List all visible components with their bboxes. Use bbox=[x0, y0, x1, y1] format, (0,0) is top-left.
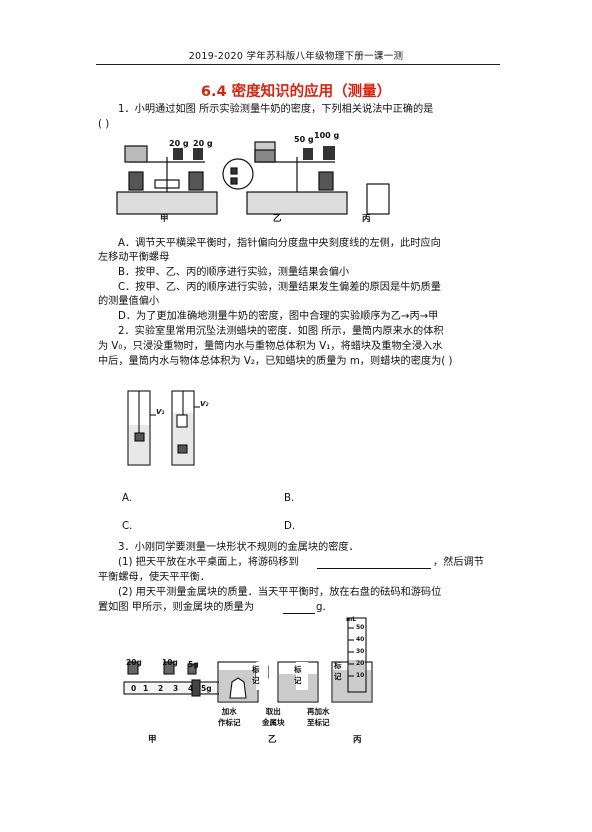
cylinder-tick-10: 10 bbox=[356, 672, 365, 679]
fig-label-jia: 甲 bbox=[160, 214, 169, 224]
scale-tick-5: 5g bbox=[201, 684, 212, 693]
q2-label-v1: V₁ bbox=[156, 408, 165, 416]
beaker-label-1: 加水 作标记 bbox=[218, 707, 241, 727]
weight-label-2: 20 g bbox=[193, 139, 213, 148]
mark-label-2: 标记 bbox=[294, 665, 302, 685]
weights-yi bbox=[303, 146, 335, 160]
scale-tick-1: 1 bbox=[143, 684, 149, 693]
q3-part2-blank bbox=[283, 601, 315, 614]
balance-jia bbox=[116, 145, 218, 215]
beaker-bing bbox=[366, 183, 390, 215]
cylinder-tick-50: 50 bbox=[356, 624, 365, 631]
q1-stem-line2: ( ) bbox=[98, 119, 110, 130]
scale-tick-0: 0 bbox=[131, 684, 137, 693]
q1-option-a-line1: A．调节天平横梁平衡时，指针偏向分度盘中央刻度线的左侧，此时应向 bbox=[118, 238, 441, 249]
q1-option-a-line2: 左移动平衡螺母 bbox=[98, 252, 170, 263]
weight-label-4: 100 g bbox=[314, 131, 340, 140]
q3-part1-blank bbox=[317, 556, 431, 569]
q2-option-b: B. bbox=[284, 493, 295, 504]
q3-part1-a: (1) 把天平放在水平桌面上，将游码移到 bbox=[118, 557, 299, 568]
page-header: 2019-2020 学年苏科版八年级物理下册一课一测 bbox=[188, 51, 404, 62]
scale-tick-2: 2 bbox=[158, 684, 164, 693]
q3-part1-line2: 平衡螺母，使天平平衡． bbox=[98, 572, 211, 583]
cylinder-tick-20: 20 bbox=[356, 660, 365, 667]
beaker-label-2: 取出 金属块 bbox=[262, 707, 285, 727]
weights-jia bbox=[173, 148, 203, 160]
q3-fig-label-bing: 丙 bbox=[353, 735, 362, 745]
weight-label-3: 50 g bbox=[294, 135, 314, 144]
page-title: 6.4 密度知识的应用（测量） bbox=[200, 84, 392, 100]
q2-option-c: C. bbox=[122, 521, 133, 532]
q2-stem-line3: 中后，量筒内水与物体总体积为 V₂，已知蜡块的质量为 m，则蜡块的密度为( ) bbox=[98, 356, 453, 367]
cylinder-tick-30: 30 bbox=[356, 648, 365, 655]
fig-label-bing: 丙 bbox=[362, 214, 371, 224]
q1-option-c-line1: C．按甲、乙、丙的顺序进行实验，测量结果发生偏差的原因是牛奶质量 bbox=[118, 282, 441, 293]
fig-label-yi: 乙 bbox=[273, 214, 282, 224]
q3-weight-10g: 10g bbox=[162, 658, 178, 667]
balance-yi bbox=[222, 141, 348, 215]
q3-fig-label-jia: 甲 bbox=[148, 735, 157, 745]
scale-tick-3: 3 bbox=[173, 684, 179, 693]
q3-part2-b: g. bbox=[316, 602, 326, 613]
measuring-cylinder bbox=[347, 617, 367, 693]
q2-option-a: A. bbox=[122, 493, 133, 504]
q3-fig-label-yi: 乙 bbox=[268, 735, 277, 745]
q3-part2-a: 置如图 甲所示，则金属块的质量为 bbox=[98, 602, 255, 613]
cylinder-tick-40: 40 bbox=[356, 636, 365, 643]
q3-part2-line1: (2) 用天平测量金属块的质量．当天平平衡时，放在右盘的砝码和游码位 bbox=[118, 587, 442, 598]
q3-part1-b: ，然后调节 bbox=[433, 557, 484, 568]
cylinder-unit: mL bbox=[346, 616, 357, 623]
q1-figure bbox=[116, 141, 390, 215]
q1-option-d: D．为了更加准确地测量牛奶的密度，图中合理的实验顺序为乙→丙→甲 bbox=[118, 311, 439, 322]
q3-weight-20g: 20g bbox=[126, 658, 142, 667]
q2-stem-line1: 2．实验室里常用沉坠法测蜡块的密度．如图 所示，量筒内原来水的体积 bbox=[118, 326, 444, 337]
beaker-label-3: 再加水 至标记 bbox=[307, 707, 330, 727]
q2-stem-line2: 为 V₀，只浸没重物时，量筒内水与重物总体积为 V₁，将蜡块及重物全浸入水 bbox=[98, 341, 443, 352]
q2-option-d: D. bbox=[284, 521, 296, 532]
mark-label-3: 标记 bbox=[334, 661, 342, 681]
q1-option-b: B．按甲、乙、丙的顺序进行实验，测量结果会偏小 bbox=[118, 267, 350, 278]
q1-stem-line1: 1．小明通过如图 所示实验测量牛奶的密度，下列相关说法中正确的是 bbox=[118, 104, 434, 115]
q1-option-c-line2: 的测量值偏小 bbox=[98, 296, 160, 307]
q2-figure bbox=[127, 390, 200, 466]
weight-label-1: 20 g bbox=[169, 139, 189, 148]
q3-stem: 3．小刚同学要测量一块形状不规则的金属块的密度． bbox=[118, 542, 359, 553]
mark-label-1: 标记 bbox=[252, 665, 260, 685]
q2-label-v2: V₂ bbox=[200, 400, 209, 408]
scale-tick-4: 4 bbox=[188, 684, 194, 693]
q3-weight-5g: 5g bbox=[188, 660, 199, 669]
header-rule bbox=[96, 64, 500, 65]
